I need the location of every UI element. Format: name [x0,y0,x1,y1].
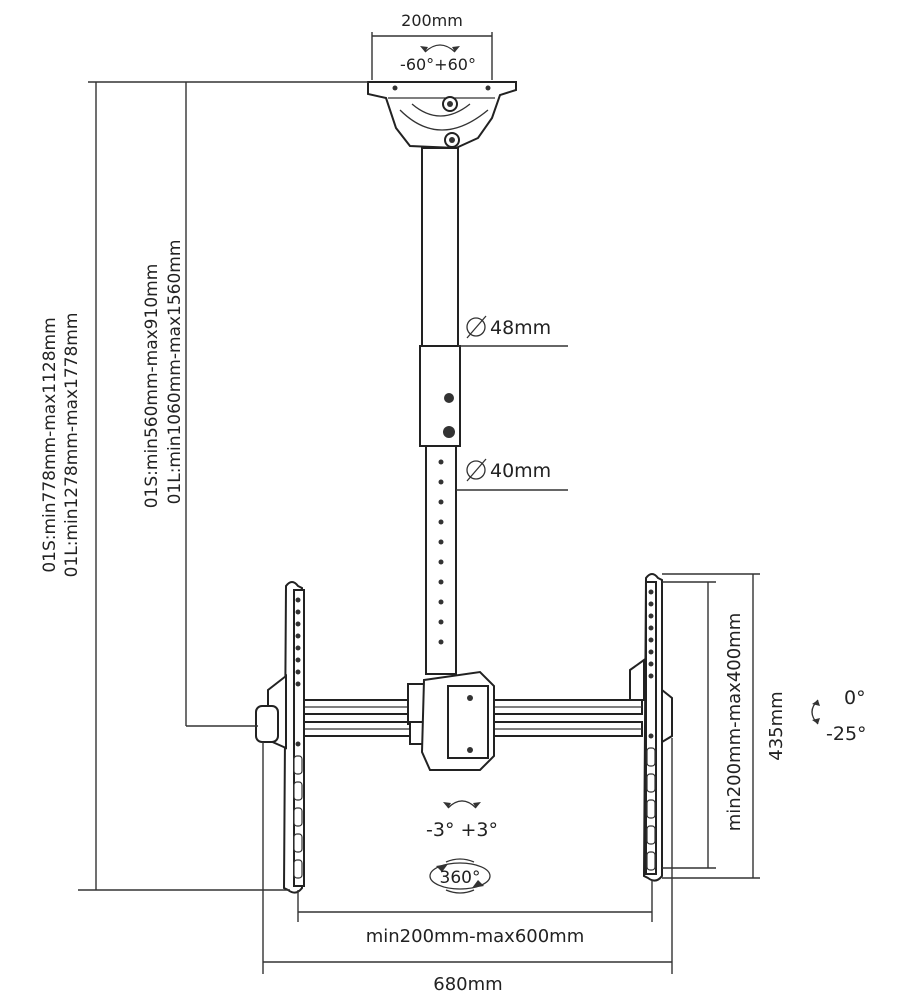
inner-pole [425,445,457,675]
tilt-indicator: 0° -25° [811,687,867,745]
overall-height-s-label: 01S:min778mm-max1128mm [40,317,60,572]
rotate-range-label: -3° +3° [426,819,498,841]
ceiling-plate [367,81,517,150]
rotate-360-label: 360° [440,868,481,888]
pole-length-dimension: 01S:min560mm-max910mm 01L:min1060mm-max1… [142,82,258,727]
diameter-48-callout: 48mm [458,315,568,347]
bracket-height-dimension: 435mm [662,573,787,879]
diameter-symbol-icon [466,458,487,482]
tilt-top-label: 0° [844,687,866,709]
overall-width-label: 680mm [433,974,502,995]
diameter-symbol-icon [466,315,487,339]
tilt-hub [407,670,495,771]
vesa-vertical-label: min200mm-max400mm [724,613,745,832]
pole-length-s-label: 01S:min560mm-max910mm [142,264,162,509]
rotate-360-icon [429,858,491,894]
bracket-height-label: 435mm [766,691,787,760]
plate-width-label: 200mm [401,11,463,30]
plate-width-dimension: 200mm -60°+60° [371,11,493,80]
vesa-horizontal-label: min200mm-max600mm [366,926,585,947]
pole-length-l-label: 01L:min1060mm-max1560mm [165,240,185,505]
overall-width-dimension: 680mm [262,738,673,995]
pole-outer-diameter-label: 48mm [490,317,551,339]
rotate-arrow-icon [447,800,477,809]
vesa-horizontal-dimension: min200mm-max600mm [297,880,653,947]
right-bracket [629,573,673,882]
vesa-vertical-dimension: min200mm-max400mm [662,581,745,869]
tilt-bottom-label: -25° [826,723,867,745]
overall-height-dimension: 01S:min778mm-max1128mm 01L:min1278mm-max… [40,81,368,891]
overall-height-l-label: 01L:min1278mm-max1778mm [62,313,82,578]
pole-inner-diameter-label: 40mm [490,460,551,482]
diameter-40-callout: 40mm [456,458,568,491]
swivel-range-label: -60°+60° [400,55,476,74]
rotation-indicator: -3° +3° 360° [426,800,498,894]
swivel-arrow-icon [424,44,456,53]
left-bracket [255,581,305,894]
outer-pole [419,147,461,447]
